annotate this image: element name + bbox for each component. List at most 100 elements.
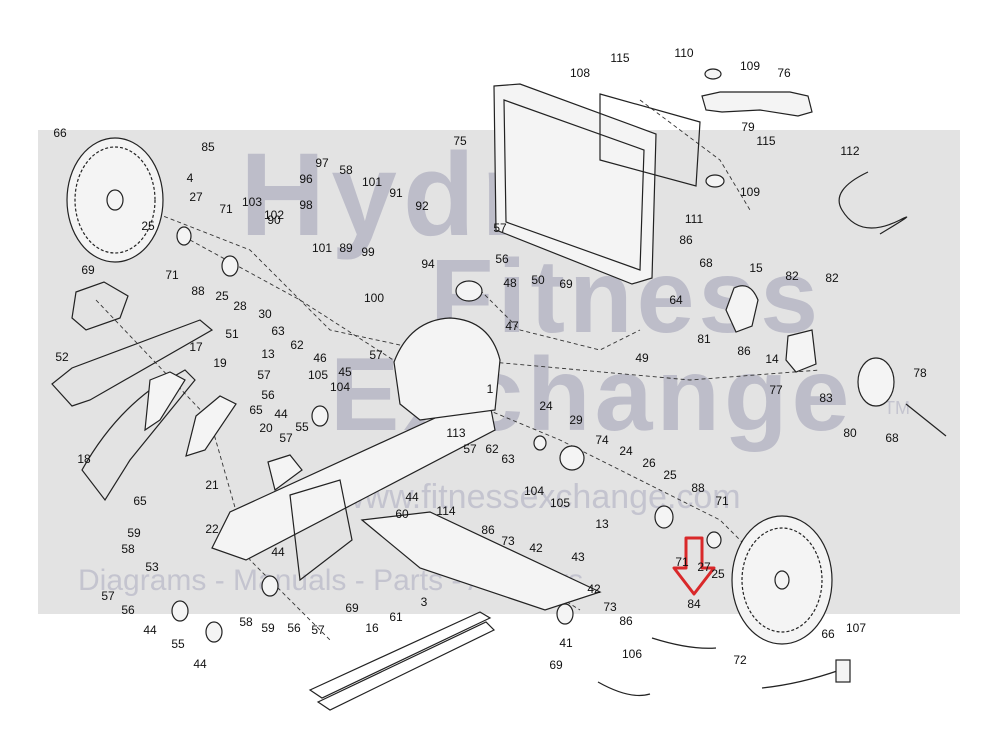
part-label: 59 xyxy=(127,526,141,540)
fan-wheel-right xyxy=(731,515,833,645)
part-label: 44 xyxy=(274,407,288,421)
part-label: 80 xyxy=(843,426,857,440)
part-label: 110 xyxy=(674,46,693,60)
part-label: 13 xyxy=(261,347,275,361)
part-label: 58 xyxy=(239,615,253,629)
part-label: 19 xyxy=(213,356,227,370)
part-label: 42 xyxy=(587,582,601,596)
part-label: 73 xyxy=(501,534,515,548)
part-label: 71 xyxy=(715,494,729,508)
part-label: 72 xyxy=(733,653,747,667)
part-label: 66 xyxy=(821,627,835,641)
part-label: 88 xyxy=(691,481,705,495)
part-label: 68 xyxy=(885,431,899,445)
part-label: 81 xyxy=(697,332,711,346)
part-label: 59 xyxy=(261,621,275,635)
part-label: 44 xyxy=(193,657,207,671)
part-label: 55 xyxy=(171,637,185,651)
part-label: 86 xyxy=(619,614,633,628)
part-label: 50 xyxy=(531,273,545,287)
part-label: 22 xyxy=(205,522,219,536)
part-label: 14 xyxy=(765,352,779,366)
part-label: 30 xyxy=(258,307,272,321)
part-label: 66 xyxy=(53,126,67,140)
part-label: 27 xyxy=(697,560,711,574)
part-label: 112 xyxy=(840,144,859,158)
part-label: 29 xyxy=(569,413,583,427)
part-label: 86 xyxy=(737,344,751,358)
part-label: 21 xyxy=(205,478,219,492)
part-label: 62 xyxy=(290,338,304,352)
part-label: 90 xyxy=(267,213,281,227)
part-label: 46 xyxy=(313,351,327,365)
part-label: 84 xyxy=(687,597,701,611)
part-label: 75 xyxy=(453,134,467,148)
part-label: 88 xyxy=(191,284,205,298)
part-label: 27 xyxy=(189,190,203,204)
part-label: 102 xyxy=(264,208,284,222)
part-label: 89 xyxy=(339,241,353,255)
part-label: 73 xyxy=(603,600,617,614)
part-label: 4 xyxy=(187,171,194,185)
part-label: 64 xyxy=(669,293,683,307)
part-label: 48 xyxy=(503,276,517,290)
part-label: 68 xyxy=(699,256,713,270)
part-label: 108 xyxy=(570,66,590,80)
part-label: 101 xyxy=(362,175,382,189)
part-label: 44 xyxy=(271,545,285,559)
part-label: 115 xyxy=(610,51,629,65)
wires xyxy=(597,637,851,697)
part-label: 99 xyxy=(361,245,375,259)
part-label: 71 xyxy=(165,268,179,282)
part-label: 57 xyxy=(279,431,293,445)
console-arm xyxy=(701,68,813,188)
part-label: 77 xyxy=(769,383,783,397)
part-label: 86 xyxy=(481,523,495,537)
part-label: 62 xyxy=(485,442,499,456)
part-label: 71 xyxy=(219,202,233,216)
part-label: 25 xyxy=(711,567,725,581)
part-label: 100 xyxy=(364,291,384,305)
part-label: 94 xyxy=(421,257,435,271)
part-label: 58 xyxy=(121,542,135,556)
part-label: 78 xyxy=(913,366,927,380)
part-label: 74 xyxy=(595,433,609,447)
part-label: 45 xyxy=(338,365,352,379)
part-label: 25 xyxy=(141,219,155,233)
part-label: 16 xyxy=(365,621,379,635)
part-label: 101 xyxy=(312,241,332,255)
callout-arrow-84 xyxy=(672,536,716,596)
part-label: 91 xyxy=(389,186,403,200)
part-label: 18 xyxy=(77,452,91,466)
part-label: 41 xyxy=(559,636,573,650)
part-label: 63 xyxy=(271,324,285,338)
rear-assembly xyxy=(725,285,947,437)
part-label: 69 xyxy=(559,277,573,291)
part-label: 51 xyxy=(225,327,239,341)
part-label: 98 xyxy=(299,198,313,212)
part-label: 60 xyxy=(395,507,409,521)
part-label: 82 xyxy=(825,271,839,285)
part-label: 92 xyxy=(415,199,429,213)
part-label: 57 xyxy=(369,348,383,362)
part-label: 83 xyxy=(819,391,833,405)
part-label: 109 xyxy=(740,59,760,73)
part-label: 1 xyxy=(487,382,494,396)
part-label: 113 xyxy=(446,426,465,440)
part-label: 97 xyxy=(315,156,329,170)
part-label: 106 xyxy=(622,647,642,661)
part-label: 26 xyxy=(642,456,656,470)
part-label: 82 xyxy=(785,269,799,283)
part-label: 42 xyxy=(529,541,543,555)
foot-straps xyxy=(308,611,496,711)
part-label: 63 xyxy=(501,452,515,466)
part-label: 69 xyxy=(81,263,95,277)
part-label: 28 xyxy=(233,299,247,313)
part-label: 105 xyxy=(550,496,570,510)
part-label: 17 xyxy=(189,340,203,354)
part-label: 57 xyxy=(257,368,271,382)
part-label: 56 xyxy=(121,603,135,617)
part-label: 57 xyxy=(311,623,325,637)
